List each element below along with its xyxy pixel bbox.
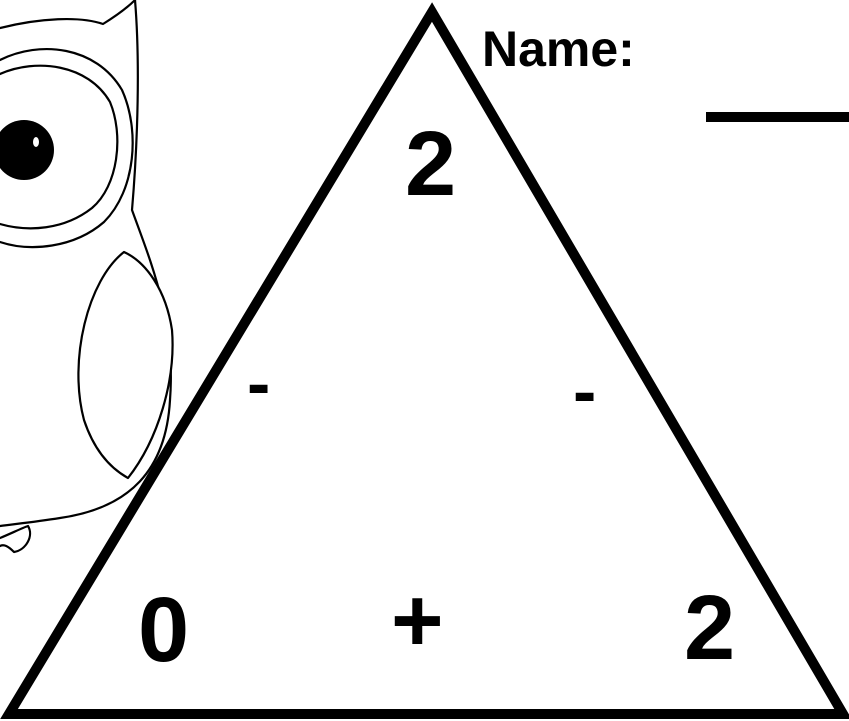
- owl-icon: [0, 0, 173, 552]
- top-number: 2: [405, 118, 456, 210]
- plus-sign: +: [391, 576, 444, 666]
- right-minus-sign: -: [573, 356, 596, 426]
- bottom-right-number: 2: [684, 582, 735, 674]
- name-label: Name:: [482, 24, 635, 74]
- left-minus-sign: -: [247, 348, 270, 418]
- bottom-left-number: 0: [138, 584, 189, 676]
- owl-ear-outline: [0, 0, 135, 28]
- owl-foot: [0, 526, 30, 552]
